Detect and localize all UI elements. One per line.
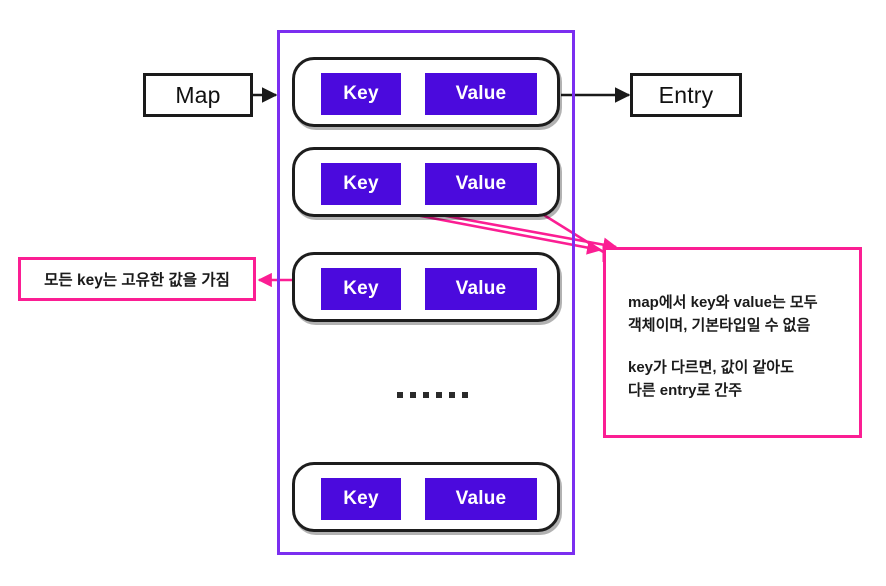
key-cell[interactable]: Key bbox=[321, 478, 401, 520]
entry-row[interactable]: Key Value bbox=[292, 462, 560, 532]
map-node-label: Map bbox=[175, 81, 221, 108]
key-cell[interactable]: Key bbox=[321, 73, 401, 115]
annotation-paragraph: key가 다르면, 값이 같아도 다른 entry로 간주 bbox=[628, 357, 859, 402]
entry-node[interactable]: Entry bbox=[630, 73, 742, 117]
entry-row[interactable]: Key Value bbox=[292, 147, 560, 217]
ellipsis-dot bbox=[423, 392, 429, 398]
annotation-line: map에서 key와 value는 모두 bbox=[628, 294, 818, 311]
key-cell-label: Key bbox=[343, 83, 379, 104]
entry-node-label: Entry bbox=[658, 81, 714, 108]
entry-row[interactable]: Key Value bbox=[292, 57, 560, 127]
annotation-key-uniqueness-line: 모든 key는 고유한 값을 가짐 bbox=[44, 272, 230, 289]
annotation-line: 다른 entry로 간주 bbox=[628, 381, 743, 399]
ellipsis-dot bbox=[397, 392, 403, 398]
ellipsis-indicator bbox=[397, 392, 468, 398]
key-cell[interactable]: Key bbox=[321, 163, 401, 205]
ellipsis-dot bbox=[449, 392, 455, 398]
value-cell-label: Value bbox=[455, 173, 507, 194]
annotation-line: key가 다르면, 값이 같아도 bbox=[628, 359, 794, 376]
ellipsis-dot bbox=[462, 392, 468, 398]
ellipsis-dot bbox=[436, 392, 442, 398]
map-container bbox=[277, 30, 575, 555]
value-cell[interactable]: Value bbox=[425, 478, 537, 520]
ellipsis-dot bbox=[410, 392, 416, 398]
value-cell-label: Value bbox=[455, 278, 507, 299]
value-cell-label: Value bbox=[455, 83, 507, 104]
value-cell[interactable]: Value bbox=[425, 163, 537, 205]
map-node[interactable]: Map bbox=[143, 73, 253, 117]
key-cell[interactable]: Key bbox=[321, 268, 401, 310]
value-cell[interactable]: Value bbox=[425, 73, 537, 115]
value-cell-label: Value bbox=[455, 488, 507, 509]
key-cell-label: Key bbox=[343, 488, 379, 509]
annotation-line: 객체이며, 기본타입일 수 없음 bbox=[628, 316, 811, 334]
annotation-paragraph: map에서 key와 value는 모두 객체이며, 기본타입일 수 없음 bbox=[628, 292, 859, 337]
key-cell-label: Key bbox=[343, 173, 379, 194]
entry-row[interactable]: Key Value bbox=[292, 252, 560, 322]
value-cell[interactable]: Value bbox=[425, 268, 537, 310]
annotation-key-uniqueness: 모든 key는 고유한 값을 가짐 bbox=[18, 257, 256, 301]
annotation-key-value-object: map에서 key와 value는 모두 객체이며, 기본타입일 수 없음 ke… bbox=[603, 247, 862, 438]
key-cell-label: Key bbox=[343, 278, 379, 299]
